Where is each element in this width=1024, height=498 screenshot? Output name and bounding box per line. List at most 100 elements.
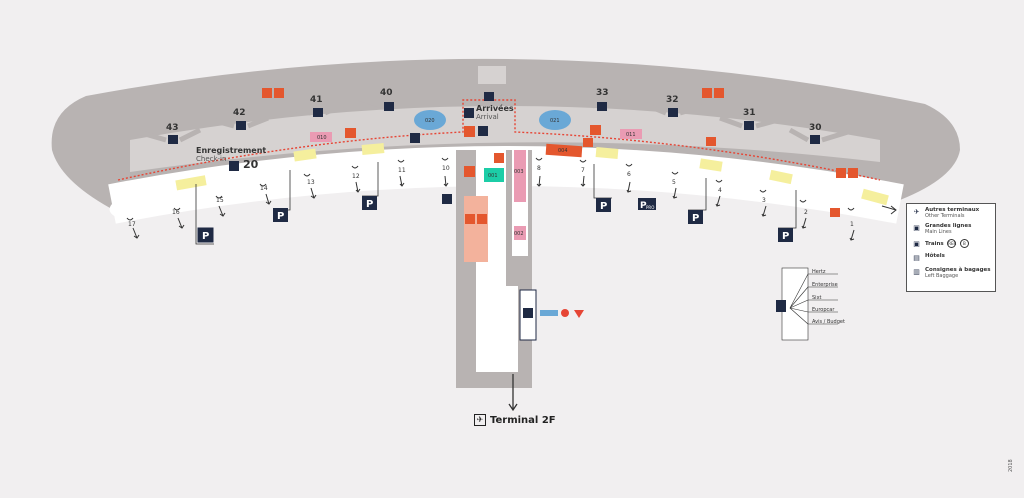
svg-text:15: 15	[216, 197, 224, 204]
svg-text:7: 7	[581, 167, 585, 174]
gate-31[interactable]: 31	[719, 108, 779, 130]
arrival-plane-icon	[484, 92, 494, 101]
legend-item: ▣ Trains RER B	[911, 239, 991, 249]
luggage-icon: ▥	[913, 268, 920, 276]
gate-40[interactable]: 40	[357, 88, 419, 111]
passport-icon	[410, 133, 420, 143]
gate-41[interactable]: 41	[287, 95, 347, 117]
toilets-icon	[836, 168, 846, 178]
svg-text:P: P	[782, 231, 789, 242]
shop-004	[545, 143, 583, 158]
gate-32[interactable]: 32	[643, 95, 705, 117]
svg-text:31: 31	[743, 108, 756, 118]
train-icon: ▣	[913, 240, 920, 248]
jetway-icon	[810, 135, 820, 144]
legend-item: ▤ Hôtels	[911, 253, 991, 263]
svg-text:021: 021	[550, 118, 560, 124]
checkin-title: Enregistrement	[196, 146, 267, 155]
svg-text:42: 42	[233, 108, 246, 118]
info-icon	[464, 166, 475, 177]
checkin-label: Enregistrement Check-in	[196, 146, 266, 163]
service-icons	[229, 88, 858, 224]
exits	[126, 157, 855, 241]
bus-icon	[442, 194, 452, 204]
jetway-icon	[744, 121, 754, 130]
info-icon	[464, 126, 475, 137]
svg-text:12: 12	[352, 173, 360, 180]
shop-003	[514, 150, 526, 202]
checkin-subtitle: Check-in	[196, 155, 227, 163]
svg-text:P: P	[366, 199, 373, 210]
svg-text:020: 020	[425, 118, 435, 124]
atm-icon	[706, 137, 716, 146]
arrivals-subtitle: Arrival	[476, 113, 499, 121]
toilets-icon	[494, 153, 504, 163]
shop-002	[514, 226, 526, 240]
parking-icon	[362, 196, 377, 210]
hotel-icon: ▤	[913, 254, 920, 262]
rental-cars	[781, 267, 838, 341]
train-icon: ▣	[913, 224, 920, 232]
svg-text:2: 2	[804, 209, 808, 216]
accessible-icon	[714, 88, 724, 98]
shops: 010 020 021 011 004 001 003 002	[310, 110, 642, 240]
svg-text:10: 10	[442, 165, 450, 172]
svg-text:16: 16	[172, 209, 180, 216]
svg-text:13: 13	[307, 179, 315, 186]
svg-text:3: 3	[762, 197, 766, 204]
security-line	[117, 99, 881, 181]
shop-010	[310, 132, 332, 142]
rental-hertz: Hertz	[812, 269, 826, 275]
rental-europcar: Europcar	[812, 307, 835, 313]
parking-signs: P P P P P PRO P P	[197, 196, 793, 243]
shuttle-logos	[540, 309, 584, 318]
rental-sixt: Sixt	[812, 295, 822, 301]
gate-33[interactable]: 33	[569, 88, 633, 111]
exit-numbers: 17 16 15 14 13 12 11 10 8 7 6 5 4 3 2 1	[128, 165, 854, 228]
svg-text:P: P	[202, 231, 209, 242]
shop-021	[539, 110, 571, 130]
jetway-icon	[236, 121, 246, 130]
svg-text:43: 43	[166, 123, 179, 133]
svg-text:32: 32	[666, 95, 679, 105]
svg-text:003: 003	[514, 169, 524, 175]
toilets-icon	[465, 214, 475, 224]
gate-42[interactable]: 42	[211, 108, 269, 130]
gates: 43 42 41 40 33 32 31	[137, 88, 849, 144]
svg-text:14: 14	[260, 185, 268, 192]
svg-text:41: 41	[310, 95, 323, 105]
toilets-icon	[262, 88, 272, 98]
baggage-icon	[478, 126, 488, 136]
svg-text:5: 5	[672, 179, 676, 186]
plane-icon: ✈	[913, 208, 920, 216]
svg-text:PRO: PRO	[646, 205, 654, 210]
svg-text:004: 004	[558, 148, 568, 154]
jetway-icon	[313, 108, 323, 117]
pharmacy-icon	[583, 138, 593, 147]
terminal-2f-link[interactable]: ✈ Terminal 2F	[474, 414, 556, 426]
checkin-icon	[229, 161, 239, 171]
svg-text:010: 010	[317, 135, 327, 141]
svg-text:8: 8	[537, 165, 541, 172]
rental-key-icon	[776, 300, 786, 312]
lost-found-icon	[345, 128, 356, 138]
svg-text:33: 33	[596, 88, 609, 98]
svg-text:001: 001	[488, 173, 498, 179]
terminal-route-arrow	[508, 374, 518, 412]
svg-text:40: 40	[380, 88, 393, 98]
gate-30[interactable]: 30	[788, 123, 849, 144]
accessible-icon	[274, 88, 284, 98]
svg-text:P: P	[600, 201, 607, 212]
svg-text:011: 011	[626, 132, 636, 138]
svg-text:002: 002	[514, 231, 524, 237]
svg-text:4: 4	[718, 187, 722, 194]
jetway-icon	[168, 135, 178, 144]
zone-yellow	[175, 143, 889, 206]
toilets-icon	[702, 88, 712, 98]
accessible-icon	[848, 168, 858, 178]
gate-43[interactable]: 43	[137, 123, 202, 144]
svg-text:P: P	[692, 213, 699, 224]
shop-001	[484, 168, 504, 182]
svg-text:P: P	[640, 201, 647, 211]
